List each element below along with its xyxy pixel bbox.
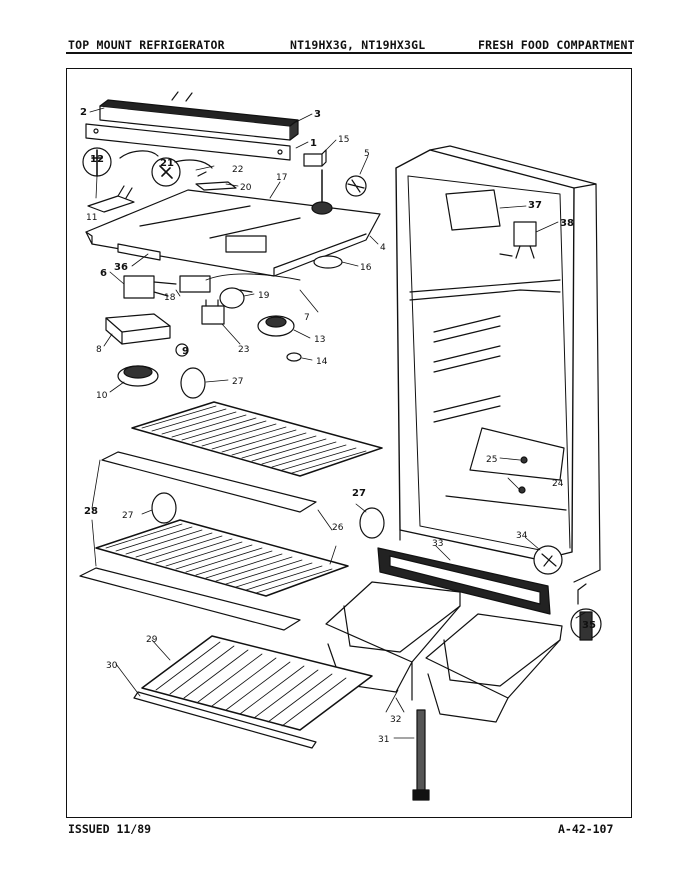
callout-11: 11 <box>86 213 97 223</box>
callout-36: 36 <box>114 262 128 273</box>
header-section: FRESH FOOD COMPARTMENT <box>478 38 635 52</box>
callout-35: 35 <box>582 620 596 631</box>
callout-21: 21 <box>160 158 174 169</box>
callout-27b: 27 <box>122 511 133 521</box>
top-trim-assembly <box>85 91 299 161</box>
callout-32: 32 <box>390 715 401 725</box>
callout-29: 29 <box>146 635 158 645</box>
leader-lines <box>89 107 587 739</box>
callout-31: 31 <box>378 735 389 745</box>
callout-15: 15 <box>338 135 349 145</box>
callout-7: 7 <box>304 313 310 323</box>
diagram-frame <box>66 68 632 818</box>
callout-13: 13 <box>314 335 325 345</box>
callout-4: 4 <box>380 243 386 253</box>
callout-12: 12 <box>90 154 104 165</box>
callout-24: 24 <box>552 479 564 489</box>
callout-14: 14 <box>316 357 328 367</box>
callout-6: 6 <box>100 268 107 279</box>
header-rule <box>66 52 632 54</box>
callout-2: 2 <box>80 107 87 118</box>
callout-23: 23 <box>238 345 249 355</box>
callout-5: 5 <box>364 149 370 159</box>
lighting-and-thermostat <box>105 255 343 387</box>
callout-37: 37 <box>528 200 542 211</box>
callout-22: 22 <box>232 165 243 175</box>
callout-26: 26 <box>332 523 344 533</box>
callout-33: 33 <box>432 539 443 549</box>
callout-19: 19 <box>258 291 270 301</box>
cabinet-liner <box>395 145 601 583</box>
footer-page-code: A-42-107 <box>558 822 614 836</box>
callout-1: 1 <box>310 138 317 149</box>
callout-8: 8 <box>96 345 102 355</box>
crisper-drawers <box>133 581 563 801</box>
callout-18: 18 <box>164 293 176 303</box>
callout-28: 28 <box>84 506 98 517</box>
callout-38: 38 <box>560 218 574 229</box>
shelves <box>79 367 385 631</box>
callout-30: 30 <box>106 661 118 671</box>
callout-9: 9 <box>182 346 189 357</box>
footer-issued-date: ISSUED 11/89 <box>68 822 152 836</box>
header-model-type: TOP MOUNT REFRIGERATOR <box>68 38 225 52</box>
callout-10: 10 <box>96 391 108 401</box>
callout-3: 3 <box>314 109 321 120</box>
header-model-numbers: NT19HX3G, NT19HX3GL <box>290 38 426 52</box>
callout-34: 34 <box>516 531 528 541</box>
callout-27a: 27 <box>232 377 243 387</box>
callout-20: 20 <box>240 183 252 193</box>
ceiling-cover <box>85 169 381 277</box>
callout-17: 17 <box>276 173 287 183</box>
callout-16: 16 <box>360 263 372 273</box>
callout-numbers: 2 3 1 15 5 12 21 22 17 20 11 4 36 16 6 1… <box>80 107 596 745</box>
callout-27c: 27 <box>352 488 366 499</box>
callout-25: 25 <box>486 455 497 465</box>
